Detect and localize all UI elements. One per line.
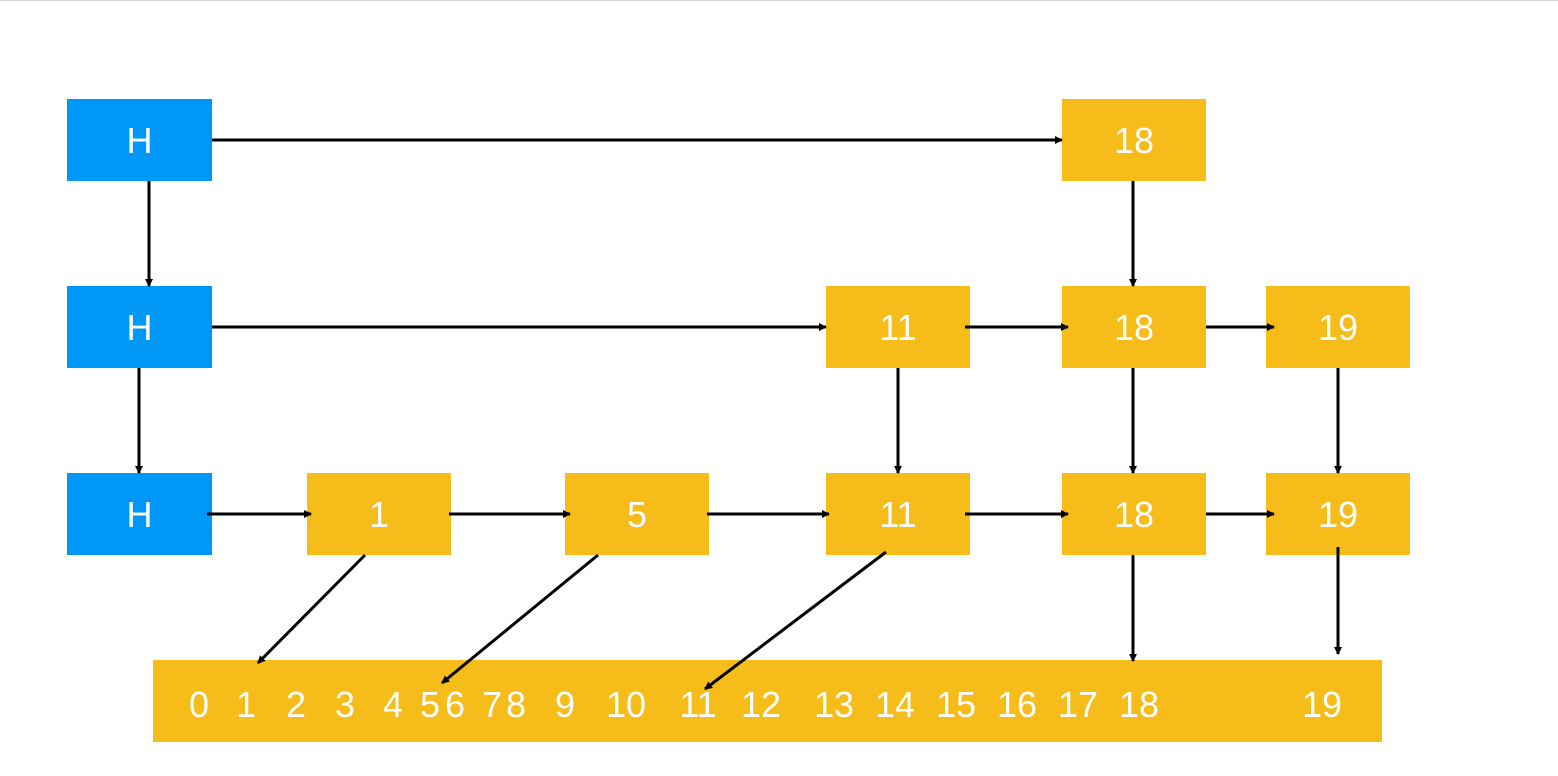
head-node-bottom xyxy=(67,473,212,555)
node-bottom-5 xyxy=(565,473,709,555)
base-value-16: 16 xyxy=(997,684,1037,725)
node-bottom-1-label: 1 xyxy=(369,494,389,535)
node-middle-18 xyxy=(1062,286,1206,368)
node-bottom-19-label: 19 xyxy=(1318,494,1358,535)
arrow-1-to-base xyxy=(256,553,367,665)
base-value-9: 9 xyxy=(555,684,575,725)
base-value-11: 11 xyxy=(679,684,716,725)
top-divider xyxy=(0,0,1558,1)
node-bottom-18-label: 18 xyxy=(1114,494,1154,535)
base-value-0: 0 xyxy=(189,684,209,725)
node-top-18 xyxy=(1062,99,1206,181)
level-bottom: H 1 5 11 18 19 xyxy=(67,473,1410,555)
base-value-17: 17 xyxy=(1058,684,1098,725)
base-value-14: 14 xyxy=(875,684,915,725)
node-bottom-19 xyxy=(1266,473,1410,555)
base-value-15: 15 xyxy=(936,684,976,725)
base-value-13: 13 xyxy=(814,684,854,725)
base-array: 0 1 2 3 4 5 6 7 8 9 10 11 12 13 14 15 16… xyxy=(153,660,1382,742)
edges xyxy=(135,136,1342,691)
node-top-18-label: 18 xyxy=(1114,120,1154,161)
base-value-10: 10 xyxy=(606,684,646,725)
arrow-5-to-base xyxy=(441,553,599,685)
node-middle-11-label: 11 xyxy=(879,307,916,348)
level-middle: H 11 18 19 xyxy=(67,286,1410,368)
base-value-18: 18 xyxy=(1119,684,1159,725)
base-value-3: 3 xyxy=(335,684,355,725)
head-node-middle xyxy=(67,286,212,368)
head-node-middle-label: H xyxy=(127,307,153,348)
arrow-11-to-base xyxy=(704,550,887,691)
node-middle-19 xyxy=(1266,286,1410,368)
base-value-2: 2 xyxy=(286,684,306,725)
node-middle-18-label: 18 xyxy=(1114,307,1154,348)
node-bottom-11-label: 11 xyxy=(879,494,916,535)
head-node-bottom-label: H xyxy=(127,494,153,535)
head-node-top xyxy=(67,99,212,181)
node-bottom-11 xyxy=(826,473,970,555)
base-array-bar xyxy=(153,660,1382,742)
base-value-8: 8 xyxy=(506,684,526,725)
base-value-19: 19 xyxy=(1302,684,1342,725)
base-value-4: 4 xyxy=(383,684,403,725)
base-value-12: 12 xyxy=(741,684,781,725)
node-bottom-5-label: 5 xyxy=(627,494,647,535)
level-top: H 18 xyxy=(67,99,1206,181)
base-value-5: 5 xyxy=(420,684,440,725)
node-middle-11 xyxy=(826,286,970,368)
base-value-7: 7 xyxy=(482,684,502,725)
node-middle-19-label: 19 xyxy=(1318,307,1358,348)
head-node-top-label: H xyxy=(127,120,153,161)
node-bottom-18 xyxy=(1062,473,1206,555)
base-value-6: 6 xyxy=(445,684,465,725)
node-bottom-1 xyxy=(307,473,451,555)
base-value-1: 1 xyxy=(236,684,256,725)
